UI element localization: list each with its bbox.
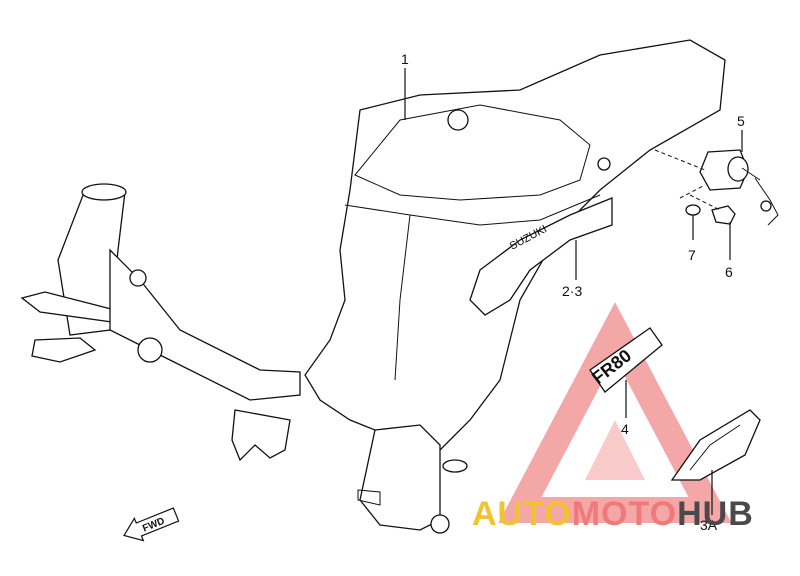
- callout-cover: 2·3: [562, 283, 582, 299]
- lock-assembly: [699, 149, 779, 226]
- washer: [685, 204, 701, 216]
- callout-frame: 1: [401, 51, 409, 67]
- fwd-arrow: FWD: [123, 507, 180, 542]
- callout-emblem: 3A: [700, 517, 718, 533]
- emblem-3a: [670, 409, 761, 481]
- callout-badge: 4: [621, 421, 629, 437]
- watermark-auto: AUTO: [472, 495, 572, 533]
- watermark-moto: MOTO: [572, 495, 677, 533]
- dashed-guide: [654, 149, 721, 211]
- callout-bolt: 6: [725, 264, 733, 280]
- callout-washer: 7: [688, 247, 696, 263]
- bolt: [711, 205, 736, 225]
- watermark-hub: HUB: [677, 495, 754, 533]
- svg-text:AUTOMOTOHUB: AUTOMOTOHUB: [472, 495, 754, 533]
- leader-lines: [404, 68, 743, 515]
- callout-lock: 5: [737, 113, 745, 129]
- watermark-triangle-logo: [498, 302, 732, 523]
- watermark-brand: AUTOMOTOHUB: [472, 495, 754, 533]
